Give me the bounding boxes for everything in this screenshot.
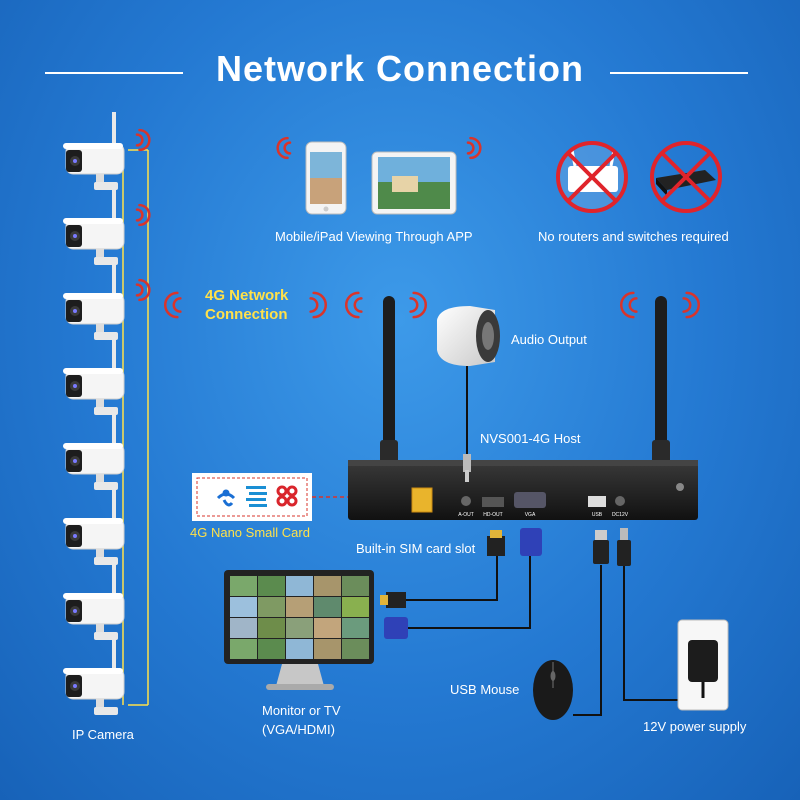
router-crossed-icon [556,141,628,213]
ip-camera-icon [63,562,125,640]
monitor-label-line1: Monitor or TV [262,703,341,718]
usb-plug-icon [593,530,609,564]
wireless-signal-icon [309,291,327,319]
ip-camera-icon [63,262,125,340]
ip-camera-icon [63,337,125,415]
speaker-icon [437,306,500,366]
wireless-signal-icon [135,278,151,302]
usb-mouse-label: USB Mouse [450,682,520,697]
page-title: Network Connection [215,48,584,89]
dc-plug-icon [617,528,631,566]
wireless-signal-icon [682,291,700,319]
no-routers-label: No routers and switches required [538,229,729,244]
audio-output-label: Audio Output [511,332,587,347]
ip-camera-icon [63,187,125,265]
sim-card-label: 4G Nano Small Card [190,525,310,540]
power-adapter-icon [677,619,729,711]
network-4g-label-line1: 4G Network [205,287,289,304]
monitor-label-line2: (VGA/HDMI) [262,722,335,737]
carrier-logo-b-icon [246,486,267,507]
port-a-out: A-OUT [458,512,474,518]
antenna-left-icon [380,296,398,468]
wireless-signal-icon [164,291,182,319]
vga-plug-icon [520,528,542,556]
wireless-signal-icon [466,136,482,160]
antenna-right-icon [652,296,670,468]
ip-camera-icon [63,112,125,190]
vga-plug-monitor-icon [384,617,408,639]
network-4g-label-line2: Connection [205,306,288,323]
carrier-logo-c-icon [276,485,298,507]
ip-camera-icon [63,637,125,715]
hdmi-plug-icon [487,530,505,556]
port-usb: USB [592,512,603,518]
host-label: NVS001-4G Host [480,431,581,446]
mobile-viewing-label: Mobile/iPad Viewing Through APP [275,229,473,244]
wireless-signal-icon [276,136,292,160]
switch-crossed-icon [650,141,722,213]
ip-camera-label: IP Camera [72,727,134,742]
phone-icon [305,141,347,215]
ip-camera-icon [63,412,125,490]
ip-camera-icon [63,487,125,565]
tablet-icon [371,151,457,215]
carrier-logo-a-icon [216,489,236,507]
sim-slot-label: Built-in SIM card slot [356,541,476,556]
wireless-signal-icon [620,291,638,319]
wireless-signal-icon [409,291,427,319]
hdmi-plug-monitor-icon [380,592,406,608]
mouse-icon [533,660,573,720]
wireless-signal-icon [345,291,363,319]
camera-link-lines [122,149,149,706]
wireless-signal-icon [135,203,151,227]
monitor-icon [224,570,374,690]
port-hd-out: HD-OUT [483,512,502,518]
nvr-host-icon [348,460,698,520]
power-supply-label: 12V power supply [643,719,747,734]
audio-plug-icon [463,454,471,482]
port-vga: VGA [525,512,536,518]
wireless-signal-icon [135,128,151,152]
port-dc12v: DC12V [612,512,629,518]
